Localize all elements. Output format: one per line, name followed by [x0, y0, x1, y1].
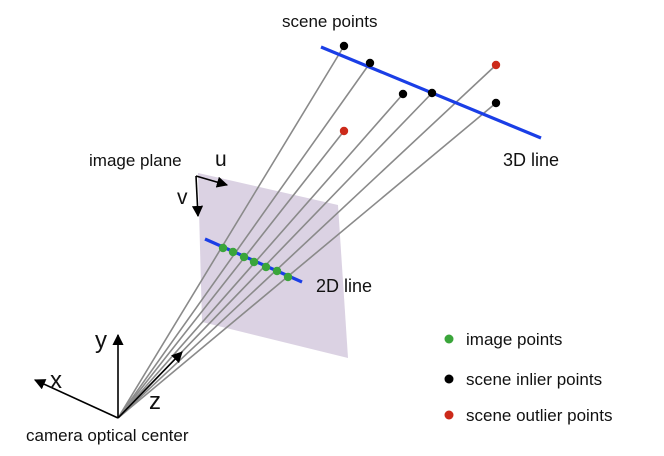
x-axis-arrow [33, 379, 119, 419]
legend-label-inlier: scene inlier points [466, 370, 602, 389]
z-axis-label: z [149, 388, 161, 415]
line-2d-label: 2D line [316, 276, 372, 296]
projection-rays [117, 45, 497, 419]
v-axis-label: v [177, 186, 188, 209]
image-point [283, 272, 293, 282]
image-point [228, 247, 238, 257]
image-plane-axes [191, 175, 229, 218]
inlier-point [427, 88, 437, 98]
image-point [218, 243, 228, 253]
image-point [272, 266, 282, 276]
x-axis-label: x [50, 367, 62, 394]
line-3d-label: 3D line [503, 150, 559, 170]
image-point [249, 257, 259, 267]
ray [117, 93, 404, 419]
ray [117, 62, 371, 419]
u-axis-arrow [195, 175, 229, 188]
ray [117, 64, 497, 419]
scene-points-label: scene points [282, 12, 377, 31]
inlier-point [491, 98, 501, 108]
ray [117, 130, 345, 419]
scene-inlier-points [339, 41, 501, 108]
inlier-point [398, 89, 408, 99]
image-points [218, 243, 293, 282]
legend-marker-inlier [444, 374, 454, 384]
scene-outlier-points [339, 60, 501, 136]
image-point [239, 252, 249, 262]
legend-label-outlier: scene outlier points [466, 406, 612, 425]
inlier-point [339, 41, 349, 51]
inlier-point [365, 58, 375, 68]
legend-marker-image-points [444, 334, 454, 344]
z-axis-arrow [117, 351, 183, 419]
image-point [261, 262, 271, 272]
ray [117, 102, 497, 419]
outlier-point [491, 60, 501, 70]
v-axis-arrow [191, 175, 204, 218]
camera-center-label: camera optical center [26, 426, 189, 445]
outlier-point [339, 126, 349, 136]
camera-axes [33, 333, 183, 419]
legend: image points scene inlier points scene o… [444, 330, 612, 425]
ray [117, 45, 345, 419]
image-plane-label: image plane [89, 151, 182, 170]
legend-label-image-points: image points [466, 330, 562, 349]
y-axis-label: y [95, 327, 107, 354]
u-axis-label: u [215, 148, 227, 171]
legend-marker-outlier [444, 410, 454, 420]
